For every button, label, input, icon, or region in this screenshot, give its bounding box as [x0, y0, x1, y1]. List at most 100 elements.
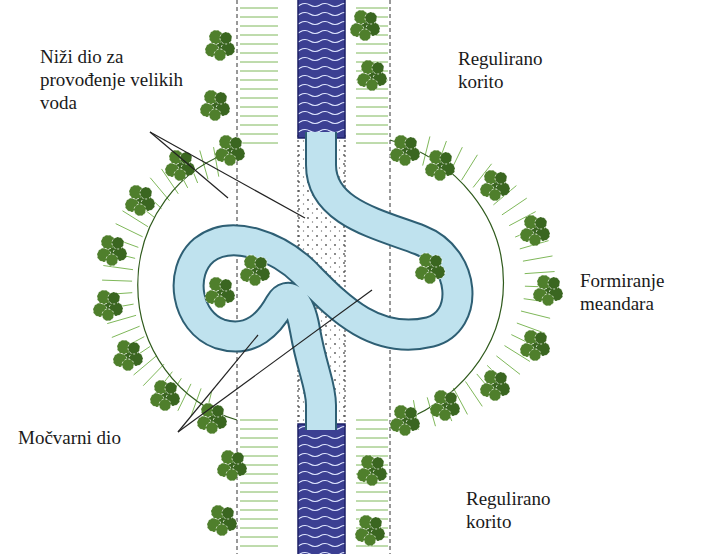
tree	[415, 253, 445, 284]
grass-stroke	[356, 143, 388, 144]
tree	[480, 370, 510, 401]
tree-crown	[226, 469, 238, 481]
grass-stroke	[356, 44, 388, 45]
grass-stroke	[150, 178, 169, 201]
tree-crown	[232, 452, 244, 464]
annotation-label: Regulirano korito	[466, 488, 578, 534]
tree	[93, 290, 123, 321]
tree-crown	[440, 152, 452, 164]
tree-crown	[424, 272, 436, 284]
grass-stroke	[356, 492, 388, 493]
tree-crown	[405, 137, 417, 149]
grass-stroke	[423, 136, 430, 165]
tree-crown	[359, 29, 371, 41]
leader-line	[150, 132, 228, 198]
tree	[215, 135, 245, 166]
tree-crown	[112, 237, 124, 249]
tree	[150, 380, 180, 411]
tree-crown	[122, 359, 134, 371]
tree-crown	[399, 424, 411, 436]
tree-crown	[434, 169, 446, 181]
tree-crown	[542, 294, 554, 306]
tree	[357, 455, 387, 486]
tree-crown	[215, 92, 227, 104]
grass-stroke	[103, 266, 133, 270]
tree-crown	[430, 255, 442, 267]
tree-crown	[216, 524, 228, 536]
grass-stroke	[240, 8, 278, 9]
grass-stroke	[356, 447, 388, 448]
grass-stroke	[240, 528, 278, 529]
leader-lines	[150, 132, 372, 432]
tree	[97, 235, 127, 266]
grass-stroke	[240, 510, 278, 511]
tree-crown	[249, 274, 261, 286]
tree-crown	[372, 457, 384, 469]
annotation-label: Regulirano korito	[458, 48, 570, 94]
leader-line	[150, 132, 305, 218]
tree	[533, 275, 563, 306]
grass-stroke	[240, 447, 278, 448]
grass-stroke	[356, 134, 388, 135]
grass-stroke	[502, 198, 527, 215]
tree	[430, 390, 460, 421]
tree-crown	[489, 189, 501, 201]
tree-crown	[529, 234, 541, 246]
grass-stroke	[240, 537, 278, 538]
leader-line	[178, 335, 258, 432]
grass-stroke	[240, 44, 278, 45]
grass-stroke	[240, 116, 278, 117]
tree-crown	[102, 309, 114, 321]
grass-stroke	[240, 420, 278, 421]
grass-stroke	[356, 510, 388, 511]
tree-crown	[220, 32, 232, 44]
tree-crown	[365, 12, 377, 24]
tree-crown	[222, 507, 234, 519]
tree-crown	[128, 342, 140, 354]
grass-stroke	[240, 17, 278, 18]
tree-crown	[366, 79, 378, 91]
tree	[217, 450, 247, 481]
grass-stroke	[356, 420, 388, 421]
tree	[350, 10, 380, 41]
tree-crown	[529, 349, 541, 361]
tree	[520, 215, 550, 246]
tree-crown	[255, 257, 267, 269]
grass-stroke	[521, 311, 550, 318]
grass-stroke	[496, 356, 520, 374]
grass-stroke	[240, 456, 278, 457]
tree	[205, 277, 235, 308]
grass-stroke	[465, 381, 482, 406]
tree-crown	[108, 292, 120, 304]
grass-stroke	[356, 8, 388, 9]
grass-stroke	[116, 224, 143, 237]
grass-stroke	[356, 53, 388, 54]
annotation-label: Močvarni dio	[18, 427, 121, 450]
tree	[480, 170, 510, 201]
grass-stroke	[240, 546, 278, 547]
tree	[357, 60, 387, 91]
tree-crown	[495, 372, 507, 384]
grass-stroke	[240, 143, 278, 144]
flood-channel-edge	[345, 135, 346, 427]
tree	[425, 150, 455, 181]
tree-crown	[209, 109, 221, 121]
grass-stroke	[356, 98, 388, 99]
corridor-line	[390, 0, 391, 554]
annotation-label: Niži dio za provođenje velikih voda	[40, 46, 190, 114]
regulated-channel	[298, 424, 345, 554]
tree	[240, 255, 270, 286]
tree	[200, 90, 230, 121]
grass-stroke	[112, 326, 140, 337]
tree-crown	[405, 407, 417, 419]
tree-crown	[535, 217, 547, 229]
grass-stroke	[356, 501, 388, 502]
grass-stroke	[240, 98, 278, 99]
grass-stroke	[356, 116, 388, 117]
grass-stroke	[523, 256, 553, 261]
tree-crown	[495, 172, 507, 184]
grass-stroke	[102, 280, 132, 281]
tree-crown	[370, 517, 382, 529]
grass-stroke	[240, 492, 278, 493]
grass-stroke	[240, 62, 278, 63]
